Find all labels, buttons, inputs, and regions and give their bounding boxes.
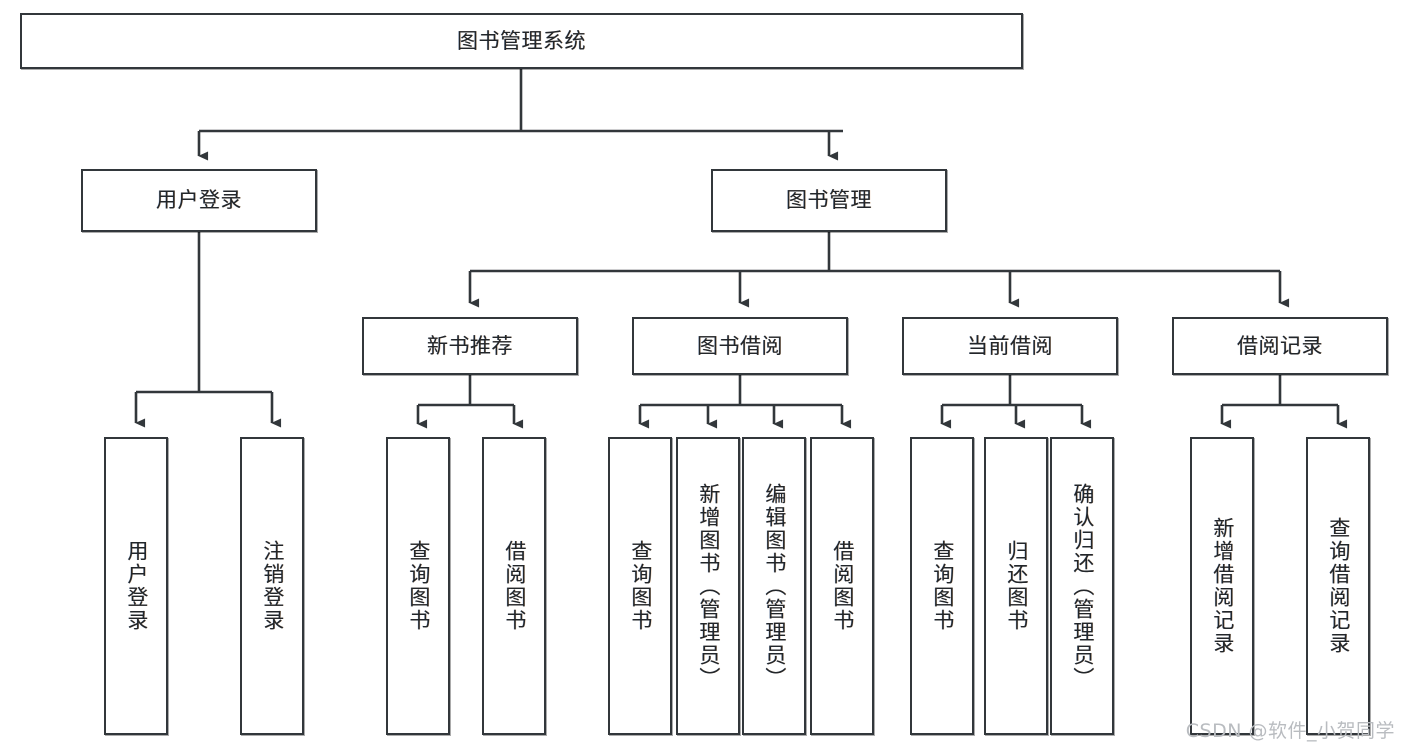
node-leaf-edit-book-admin[interactable]: 编辑图书（管理员）: [742, 437, 806, 735]
node-label: 图书借阅: [697, 333, 783, 358]
node-leaf-borrow-book-2[interactable]: 借阅图书: [810, 437, 874, 735]
node-label: 新增借阅记录: [1210, 517, 1235, 655]
node-label: 编辑图书（管理员）: [762, 482, 787, 690]
node-user-login[interactable]: 用户登录: [81, 169, 317, 232]
node-label: 确认归还（管理员）: [1070, 482, 1095, 690]
node-leaf-add-book-admin[interactable]: 新增图书（管理员）: [676, 437, 740, 735]
node-label: 借阅图书: [830, 540, 855, 632]
node-label: 注销登录: [260, 540, 285, 632]
node-leaf-return-book[interactable]: 归还图书: [984, 437, 1048, 735]
node-label: 图书管理系统: [457, 28, 586, 53]
node-leaf-user-logout[interactable]: 注销登录: [240, 437, 304, 735]
node-label: 查询借阅记录: [1326, 517, 1351, 655]
node-label: 用户登录: [156, 188, 242, 213]
node-label: 新书推荐: [427, 333, 513, 358]
node-book-borrow[interactable]: 图书借阅: [632, 317, 848, 375]
node-leaf-query-book-2[interactable]: 查询图书: [608, 437, 672, 735]
node-leaf-query-borrow-record[interactable]: 查询借阅记录: [1306, 437, 1370, 735]
csdn-watermark: CSDN @软件_小贺同学: [1185, 720, 1395, 742]
node-label: 归还图书: [1004, 540, 1029, 632]
node-label: 借阅记录: [1237, 333, 1323, 358]
node-book-management-system[interactable]: 图书管理系统: [20, 13, 1023, 69]
node-label: 图书管理: [786, 188, 872, 213]
node-label: 借阅图书: [502, 540, 527, 632]
node-leaf-add-borrow-record[interactable]: 新增借阅记录: [1190, 437, 1254, 735]
node-current-borrow[interactable]: 当前借阅: [902, 317, 1118, 375]
node-label: 查询图书: [628, 540, 653, 632]
node-borrow-record[interactable]: 借阅记录: [1172, 317, 1388, 375]
node-leaf-user-login[interactable]: 用户登录: [104, 437, 168, 735]
node-leaf-query-book-1[interactable]: 查询图书: [386, 437, 450, 735]
node-label: 用户登录: [124, 540, 149, 632]
node-label: 查询图书: [930, 540, 955, 632]
node-leaf-confirm-return-admin[interactable]: 确认归还（管理员）: [1050, 437, 1114, 735]
node-new-book-recommend[interactable]: 新书推荐: [362, 317, 578, 375]
node-leaf-borrow-book-1[interactable]: 借阅图书: [482, 437, 546, 735]
node-label: 新增图书（管理员）: [696, 482, 721, 690]
node-leaf-query-book-3[interactable]: 查询图书: [910, 437, 974, 735]
node-label: 查询图书: [406, 540, 431, 632]
node-book-management[interactable]: 图书管理: [711, 169, 947, 232]
node-label: 当前借阅: [967, 333, 1053, 358]
